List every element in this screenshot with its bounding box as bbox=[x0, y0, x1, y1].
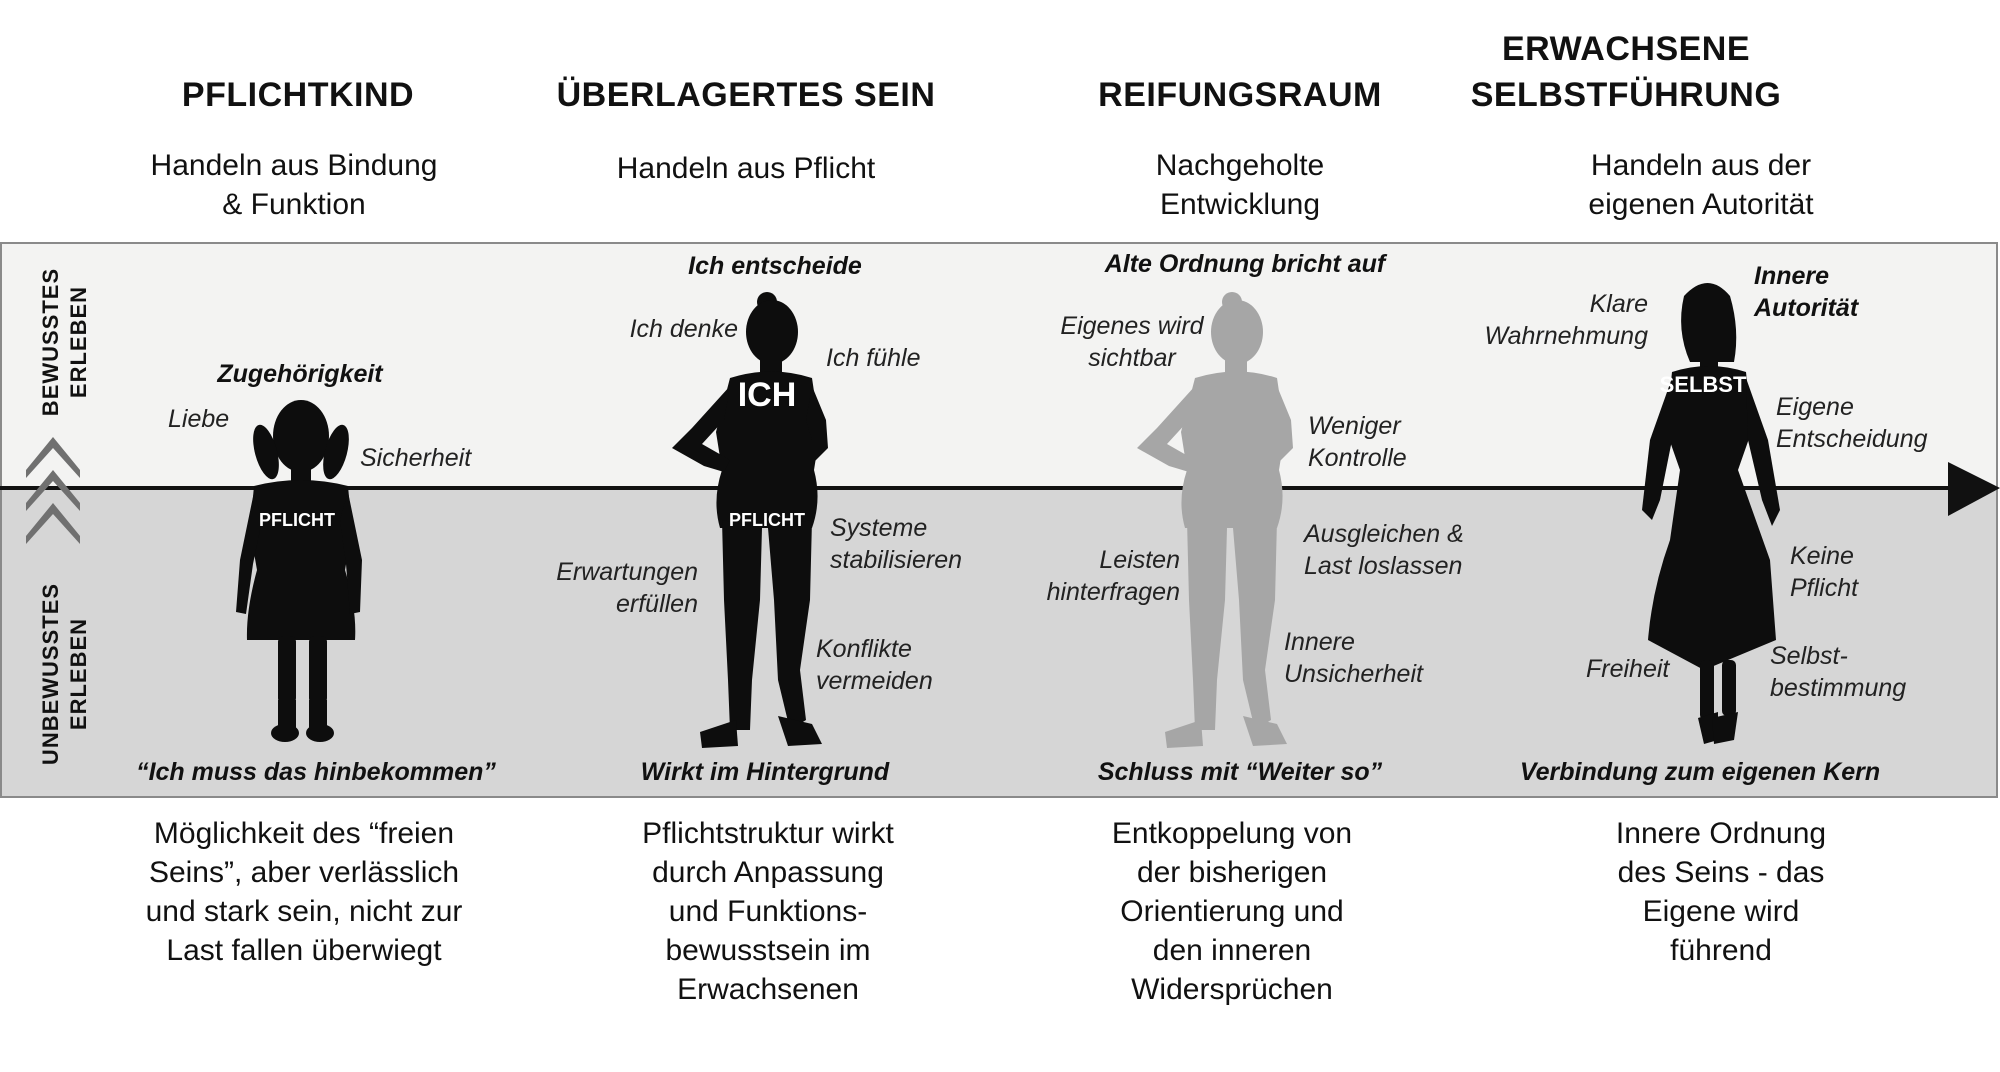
stage-2-label-ich-fuehle: Ich fühle bbox=[826, 344, 921, 372]
stage-4-title: ERWACHSENE SELBSTFÜHRUNG bbox=[1470, 30, 1782, 114]
timeline-arrowhead bbox=[1948, 462, 2000, 516]
stage-4-subtitle: Handeln aus der eigenen Autorität bbox=[1588, 149, 1814, 221]
stage-1-title: PFLICHTKIND bbox=[181, 76, 415, 114]
stage-3-label-ausgleichen: Ausgleichen & Last loslassen bbox=[1304, 520, 1464, 580]
woman-silhouette-faded bbox=[1137, 292, 1293, 748]
stage-3-label-unsicherheit: Innere Unsicherheit bbox=[1284, 628, 1423, 688]
stage-3-label-eigenes: Eigenes wird sichtbar bbox=[1060, 312, 1204, 372]
stage-2-title: ÜBERLAGERTES SEIN bbox=[556, 76, 936, 114]
stage-2-label-ich-denke: Ich denke bbox=[629, 315, 738, 343]
stage-2-label-systeme: Systeme stabilisieren bbox=[830, 514, 963, 574]
stage-2-bottom-label: Wirkt im Hintergrund bbox=[640, 758, 890, 786]
stage-2-label-konflikte: Konflikte vermeiden bbox=[816, 635, 933, 695]
stage-2-subtitle: Handeln aus Pflicht bbox=[616, 152, 876, 185]
child-silhouette bbox=[236, 400, 362, 742]
stage-1-label-sicherheit: Sicherheit bbox=[360, 444, 472, 472]
stage-4-description: Innere Ordnung des Seins - das Eigene wi… bbox=[1615, 817, 1827, 967]
woman-in-dress-silhouette bbox=[1642, 283, 1780, 744]
stage-2-description: Pflichtstruktur wirkt durch Anpassung un… bbox=[642, 817, 894, 1006]
stage-4-label-keine-pflicht: Keine Pflicht bbox=[1790, 542, 1859, 602]
stage-1-top-label: Zugehörigkeit bbox=[217, 360, 383, 388]
stage-4-label-freiheit: Freiheit bbox=[1586, 655, 1670, 683]
child-torso-label: PFLICHT bbox=[259, 510, 335, 530]
stage-1-bottom-label: “Ich muss das hinbekommen” bbox=[136, 758, 496, 786]
stage-1-label-liebe: Liebe bbox=[168, 405, 230, 433]
stage-3-label-leisten: Leisten hinterfragen bbox=[1046, 546, 1180, 606]
stage-1-description: Möglichkeit des “freien Seins”, aber ver… bbox=[145, 817, 463, 967]
stage-3-description: Entkoppelung von der bisherigen Orientie… bbox=[1111, 817, 1353, 1006]
stage-4-bottom-label: Verbindung zum eigenen Kern bbox=[1519, 758, 1881, 786]
stage-1-subtitle: Handeln aus Bindung & Funktion bbox=[150, 149, 438, 221]
stage-4-label-entscheidung: Eigene Entscheidung bbox=[1776, 393, 1928, 453]
adult-torso-lower-label: PFLICHT bbox=[729, 510, 805, 530]
stage-2-top-label: Ich entscheide bbox=[688, 252, 862, 280]
self-torso-label: SELBST bbox=[1659, 372, 1747, 397]
stage-3-top-label: Alte Ordnung bricht auf bbox=[1104, 250, 1386, 278]
stage-4-label-wahrnehmung: Klare Wahrnehmung bbox=[1484, 290, 1648, 350]
stage-4-label-selbstbestimmung: Selbst- bestimmung bbox=[1770, 642, 1907, 702]
stage-3-title: REIFUNGSRAUM bbox=[1098, 76, 1382, 114]
adult-torso-upper-label: ICH bbox=[737, 376, 797, 414]
stage-3-subtitle: Nachgeholte Entwicklung bbox=[1155, 149, 1325, 221]
stage-3-bottom-label: Schluss mit “Weiter so” bbox=[1097, 758, 1383, 786]
woman-silhouette-dark bbox=[672, 292, 828, 748]
stage-4-top-label: Innere Autorität bbox=[1754, 262, 1859, 322]
stage-3-label-kontrolle: Weniger Kontrolle bbox=[1308, 412, 1407, 472]
stage-2-label-erwartungen: Erwartungen erfüllen bbox=[556, 558, 698, 618]
upward-chevrons-icon bbox=[26, 437, 80, 544]
